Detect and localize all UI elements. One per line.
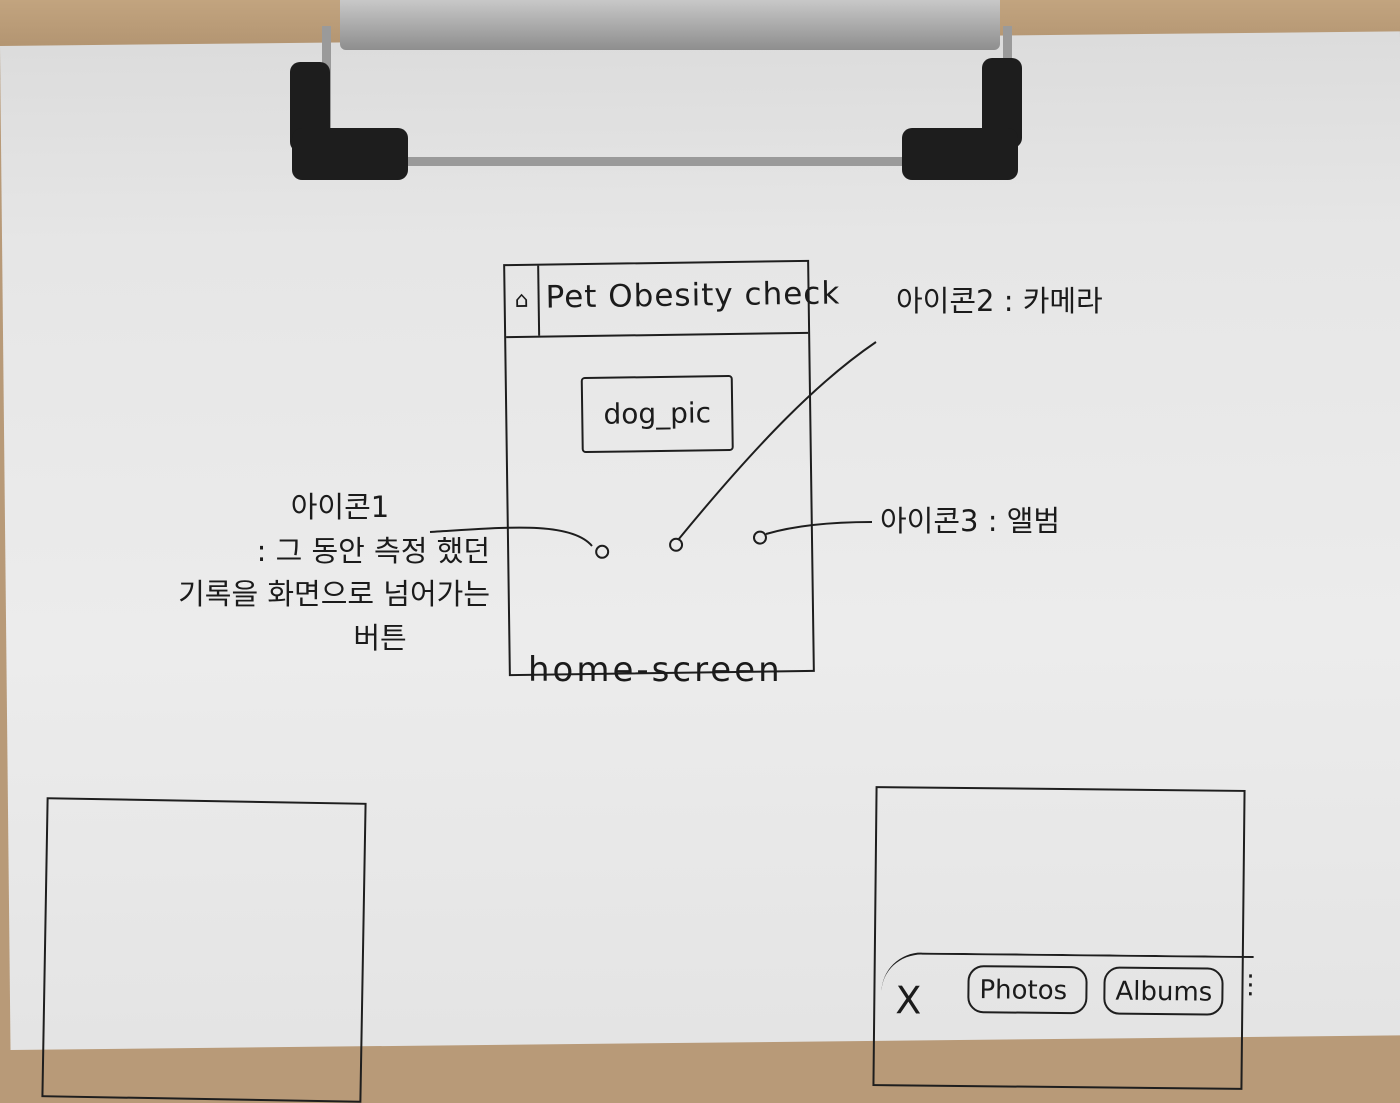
icon1-line2: : 그 동안 측정 했던 <box>256 533 490 568</box>
icon1-annotation: 아이콘1 : 그 동안 측정 했던 기록을 화면으로 넘어가는 버튼 <box>150 486 490 660</box>
clip-foot-right <box>902 128 1018 180</box>
icon3-annotation: 아이콘3 : 앨범 <box>880 504 1061 538</box>
clip-plate <box>340 0 1000 50</box>
blank-screen-sketch <box>41 797 367 1103</box>
home-screen-sketch: ⌂ Pet Obesity check dog_pic <box>503 259 841 677</box>
tab-photos[interactable]: Photos <box>967 965 1088 1015</box>
icon1-line4: 버튼 <box>353 620 407 655</box>
clip-foot-left <box>292 128 408 180</box>
dog-pic-placeholder: dog_pic <box>580 374 734 454</box>
gallery-screen-sketch: X Photos Albums ⋮ <box>872 786 1264 1090</box>
icon1-line1: 아이콘1 <box>290 490 390 524</box>
gallery-bottom-bar: X Photos Albums ⋮ <box>880 952 1264 1079</box>
home-icon[interactable]: ⌂ <box>505 265 541 337</box>
title-bar: ⌂ Pet Obesity check <box>505 261 841 339</box>
app-title: Pet Obesity check <box>545 275 841 316</box>
album-icon-button[interactable] <box>752 530 768 545</box>
history-icon-button[interactable] <box>595 544 610 559</box>
more-options-icon[interactable]: ⋮ <box>1237 969 1264 1001</box>
home-screen-label: home-screen <box>528 650 783 690</box>
close-icon[interactable]: X <box>895 978 922 1023</box>
icon2-annotation: 아이콘2 : 카메라 <box>896 284 1103 318</box>
icon1-line3: 기록을 화면으로 넘어가는 <box>178 577 490 611</box>
camera-icon-button[interactable] <box>668 537 684 552</box>
tab-albums[interactable]: Albums <box>1103 966 1224 1016</box>
